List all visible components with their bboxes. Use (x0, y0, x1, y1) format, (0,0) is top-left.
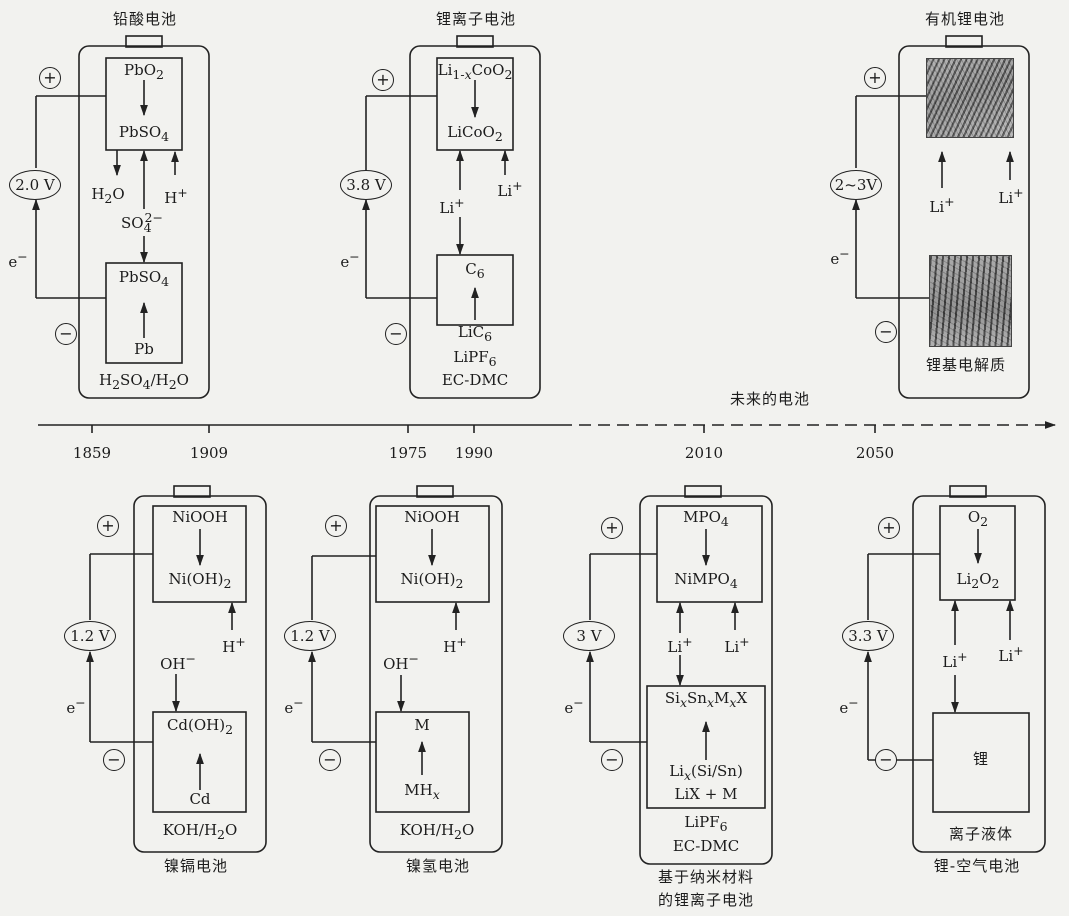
future-batteries-label: 未来的电池 (730, 392, 810, 407)
li-air-electrolyte: 离子液体 (949, 827, 1013, 842)
nicd-ion-oh: OH− (160, 653, 196, 672)
organic-cathode-photo (926, 58, 1014, 138)
nano-electron: e− (564, 697, 583, 716)
nano-minus-icon: − (601, 749, 623, 771)
nano-ion-right: Li+ (724, 636, 749, 655)
nano-anode-bottom-2: LiX + M (675, 787, 738, 802)
organic-ion-left: Li+ (929, 196, 954, 215)
nicd-anode-bottom: Cd (189, 792, 210, 807)
year-2050: 2050 (856, 446, 894, 461)
lead-acid-anode-top: PbSO4 (119, 270, 169, 289)
nicd-electrolyte: KOH/H2O (163, 823, 238, 842)
nano-title-line-2: 的锂离子电池 (658, 893, 754, 908)
lead-acid-cathode-top: PbO2 (124, 63, 164, 82)
nano-anode-top: SixSnxMxX (665, 691, 747, 710)
nano-electrolyte-solvent: EC-DMC (673, 839, 739, 854)
nicd-electron: e− (66, 697, 85, 716)
li-ion-cathode-top: Li1-xCoO2 (438, 63, 513, 82)
lead-acid-ion-h: H+ (164, 187, 188, 206)
nimh-ion-h: H+ (443, 636, 467, 655)
li-air-electron: e− (839, 697, 858, 716)
year-1990: 1990 (455, 446, 493, 461)
nimh-electron: e− (284, 697, 303, 716)
nimh-voltage: 1.2 V (284, 621, 336, 651)
li-ion-ion-right: Li+ (497, 180, 522, 199)
lead-acid-plus-icon: + (39, 67, 61, 89)
li-air-minus-icon: − (875, 749, 897, 771)
li-ion-minus-icon: − (385, 323, 407, 345)
nimh-title: 镍氢电池 (406, 859, 470, 874)
organic-plus-icon: + (864, 67, 886, 89)
li-ion-cathode-bottom: LiCoO2 (447, 125, 503, 144)
nano-plus-icon: + (601, 517, 623, 539)
nimh-ion-oh: OH− (383, 653, 419, 672)
lead-acid-cathode-bottom: PbSO4 (119, 125, 169, 144)
lead-acid-minus-icon: − (55, 323, 77, 345)
nano-cathode-bottom: NiMPO4 (674, 572, 738, 591)
li-ion-electrolyte-salt: LiPF6 (453, 350, 496, 369)
nicd-cathode-top: NiOOH (172, 510, 228, 525)
lead-acid-ion-so4: SO42− (121, 212, 163, 235)
lead-acid-ion-h2o: H2O (91, 187, 124, 206)
organic-minus-icon: − (875, 321, 897, 343)
nimh-cathode-bottom: Ni(OH)2 (401, 572, 464, 591)
nicd-cathode-bottom: Ni(OH)2 (169, 572, 232, 591)
li-air-ion-left: Li+ (942, 651, 967, 670)
year-2010: 2010 (685, 446, 723, 461)
year-1859: 1859 (73, 446, 111, 461)
year-1975: 1975 (389, 446, 427, 461)
organic-anode-photo (929, 255, 1012, 347)
nano-cathode-top: MPO4 (683, 510, 729, 529)
li-ion-ion-left: Li+ (439, 197, 464, 216)
li-air-cathode-top: O2 (968, 510, 988, 529)
li-air-ion-right: Li+ (998, 645, 1023, 664)
lead-acid-title: 铅酸电池 (113, 12, 177, 27)
nimh-anode-bottom: MHx (404, 783, 440, 802)
nano-anode-bottom-1: Lix(Si/Sn) (669, 764, 743, 783)
li-ion-voltage: 3.8 V (340, 170, 392, 200)
nano-voltage: 3 V (563, 621, 615, 651)
nimh-anode-top: M (414, 718, 429, 733)
li-ion-title: 锂离子电池 (436, 12, 516, 27)
li-ion-anode-bottom: LiC6 (458, 325, 492, 344)
lead-acid-anode-bottom: Pb (134, 342, 154, 357)
li-air-anode: 锂 (973, 752, 989, 767)
nano-title-line-1: 基于纳米材料 (658, 870, 754, 885)
li-ion-plus-icon: + (372, 69, 394, 91)
nicd-ion-h: H+ (222, 636, 246, 655)
organic-title: 有机锂电池 (925, 12, 1005, 27)
organic-electrolyte: 锂基电解质 (926, 358, 1006, 373)
nicd-plus-icon: + (97, 515, 119, 537)
li-air-cathode-bottom: Li2O2 (957, 572, 1000, 591)
li-ion-electron: e− (340, 251, 359, 270)
nicd-title: 镍镉电池 (164, 859, 228, 874)
lead-acid-electrolyte: H2SO4/H2O (99, 373, 189, 392)
li-air-title: 锂-空气电池 (934, 859, 1020, 874)
li-ion-electrolyte-solvent: EC-DMC (442, 373, 508, 388)
nimh-minus-icon: − (319, 749, 341, 771)
nimh-cathode-top: NiOOH (404, 510, 460, 525)
lead-acid-electron: e− (8, 251, 27, 270)
organic-ion-right: Li+ (998, 187, 1023, 206)
nano-electrolyte-salt: LiPF6 (684, 815, 727, 834)
year-1909: 1909 (190, 446, 228, 461)
organic-voltage: 2~3V (830, 170, 882, 200)
li-air-voltage: 3.3 V (842, 621, 894, 651)
nimh-plus-icon: + (325, 515, 347, 537)
nimh-electrolyte: KOH/H2O (400, 823, 475, 842)
nano-ion-left: Li+ (667, 636, 692, 655)
lead-acid-voltage: 2.0 V (9, 170, 61, 200)
nicd-voltage: 1.2 V (64, 621, 116, 651)
li-air-plus-icon: + (878, 517, 900, 539)
nicd-anode-top: Cd(OH)2 (167, 718, 233, 737)
nicd-minus-icon: − (103, 749, 125, 771)
organic-electron: e− (830, 248, 849, 267)
li-ion-anode-top: C6 (465, 262, 484, 281)
